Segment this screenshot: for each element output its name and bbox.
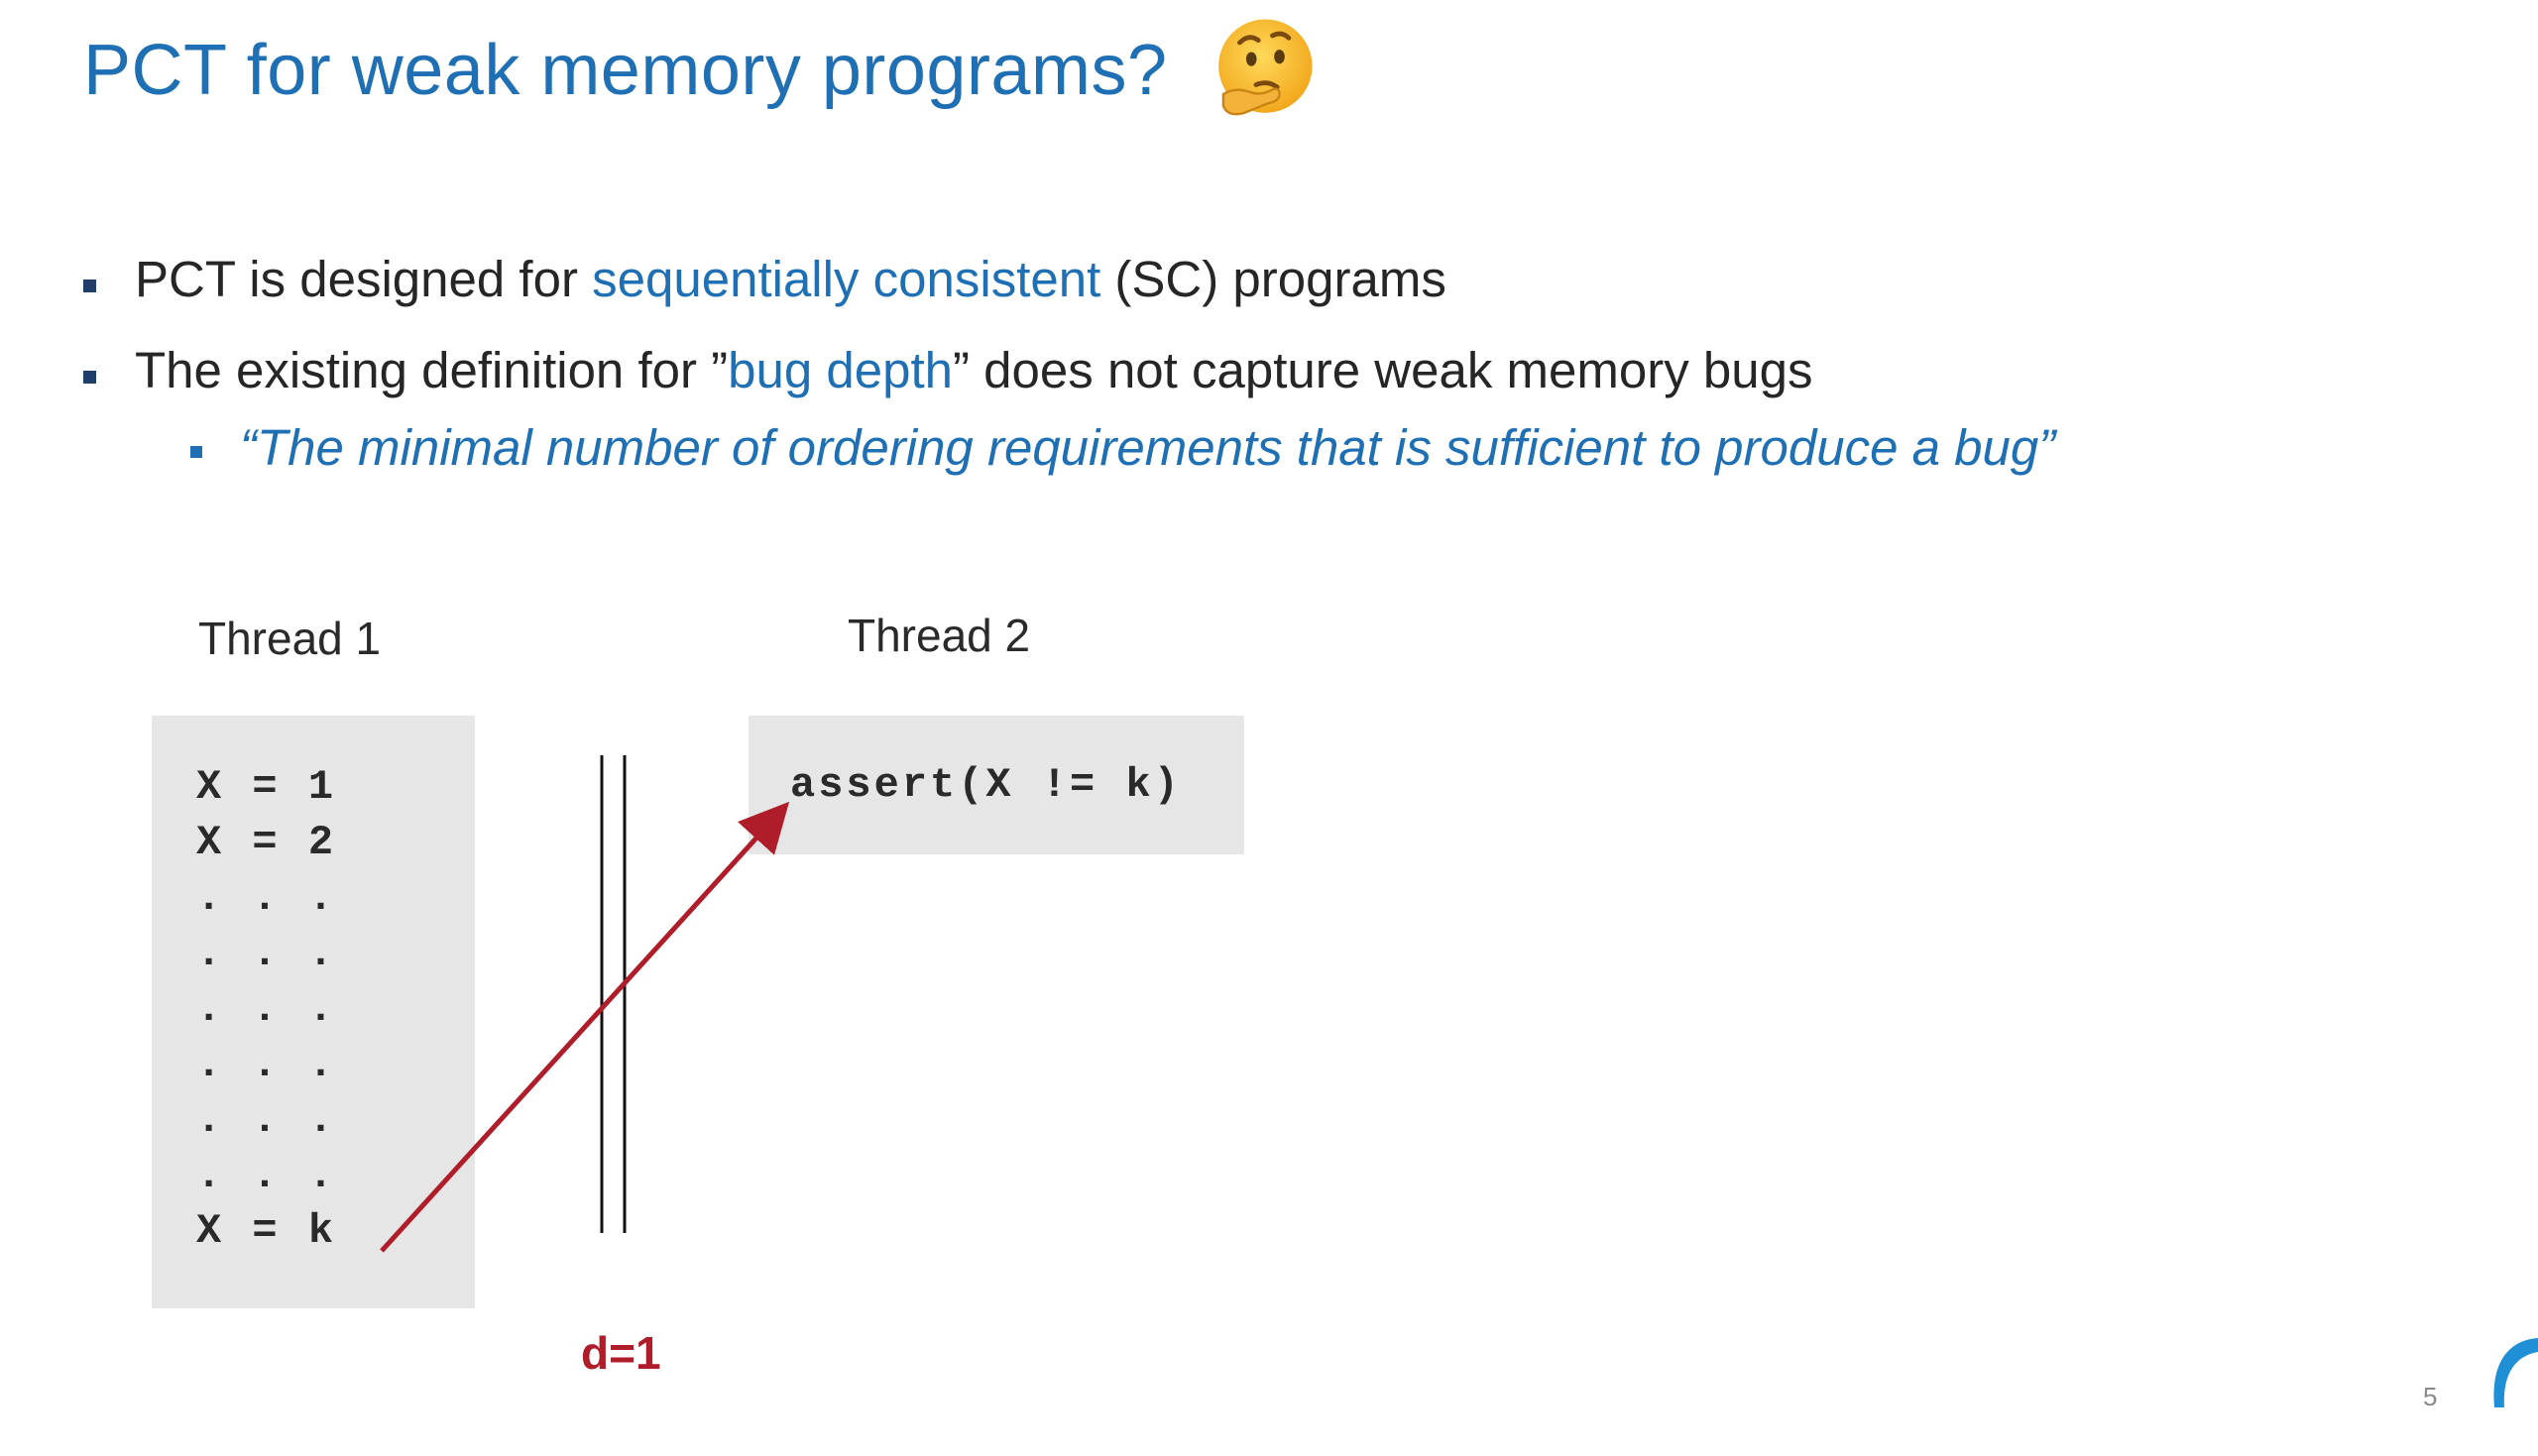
- code-line: X = k: [196, 1207, 337, 1255]
- code-line: X = 2: [196, 819, 337, 866]
- code-line: . . .: [196, 874, 337, 922]
- thinking-face-icon: [1218, 19, 1313, 116]
- sub-bullet-marker: [190, 446, 202, 458]
- code-line: . . .: [196, 1096, 337, 1144]
- slide-title: PCT for weak memory programs?: [83, 31, 1168, 110]
- code-line: . . .: [196, 930, 337, 977]
- thread1-code-box: X = 1 X = 2 . . . . . . . . . . . . . . …: [152, 716, 475, 1308]
- bullet-marker: [83, 280, 96, 292]
- bullet-text-after: (SC) programs: [1100, 251, 1446, 307]
- logo-icon: [2493, 1338, 2538, 1407]
- code-line: . . .: [196, 1041, 337, 1088]
- bullet-marker: [83, 371, 96, 384]
- bullet-text-after: ” does not capture weak memory bugs: [953, 342, 1813, 398]
- code-line: . . .: [196, 985, 337, 1033]
- thread1-label: Thread 1: [198, 613, 382, 664]
- bullet-text-before: The existing definition for ”: [135, 342, 729, 398]
- bullet-text-before: PCT is designed for: [135, 251, 593, 307]
- assert-line: assert(X != k): [790, 761, 1182, 809]
- bullet-text: PCT is designed for sequentially consist…: [135, 250, 1446, 308]
- thread2-label: Thread 2: [848, 610, 1031, 661]
- bullet-accent-term: bug depth: [728, 342, 954, 398]
- thread2-code-box: assert(X != k): [749, 716, 1244, 854]
- sub-bullet-text: “The minimal number of ordering requirem…: [240, 419, 2056, 476]
- page-number: 5: [2423, 1382, 2438, 1411]
- code-line: . . .: [196, 1152, 337, 1199]
- bullet-accent-term: sequentially consistent: [592, 251, 1101, 307]
- depth-label: d=1: [581, 1327, 661, 1379]
- code-line: X = 1: [196, 763, 337, 811]
- bullet-text: The existing definition for ”bug depth” …: [135, 341, 1812, 399]
